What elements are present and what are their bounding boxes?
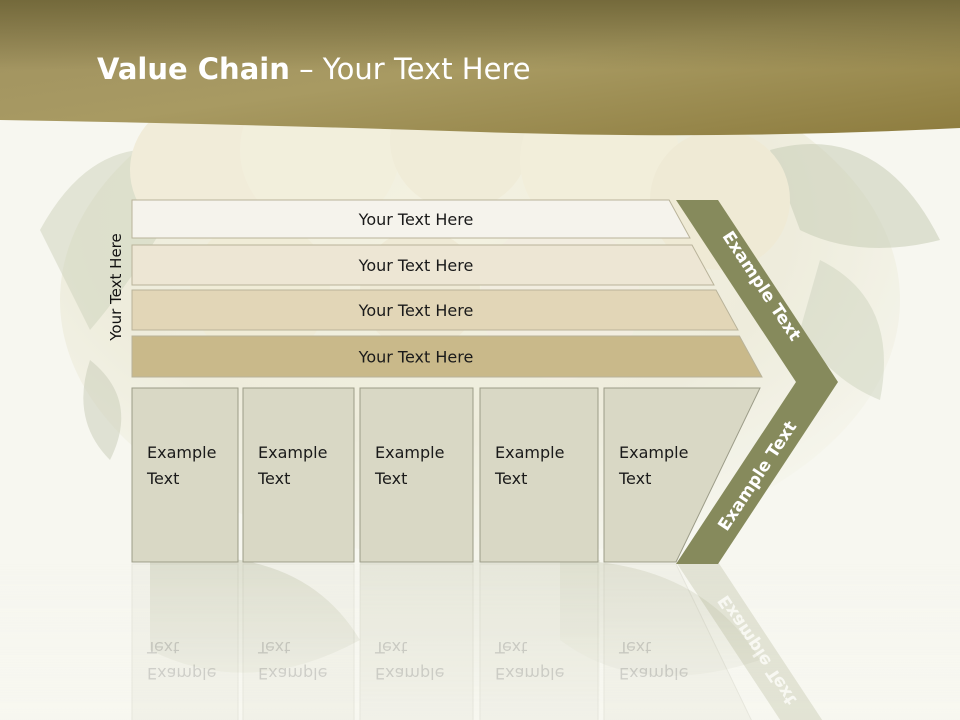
activity-box-2 (242, 387, 355, 563)
reflected-activity-box-line1-4: Example (495, 664, 564, 683)
reflected-activity-box-line2-4: Text (494, 638, 527, 657)
activity-box-line2-2: Text (257, 469, 290, 488)
reflected-activity-box-line2-3: Text (374, 638, 407, 657)
reflected-activity-box-line1-5: Example (619, 664, 688, 683)
reflected-activity-box-1 (131, 563, 239, 720)
value-bar-3 (131, 289, 739, 331)
activity-box-line1-3: Example (375, 443, 444, 462)
value-bar-label-2: Your Text Here (358, 256, 474, 275)
value-bar-label-3: Your Text Here (358, 301, 474, 320)
value-bar-label-4: Your Text Here (358, 348, 474, 367)
title-bold: Value Chain (97, 52, 290, 86)
activity-box-line1-1: Example (147, 443, 216, 462)
activity-box-1 (131, 387, 239, 563)
reflected-activity-box-line2-5: Text (618, 638, 651, 657)
slide-title: Value Chain – Your Text Here (97, 52, 531, 86)
activity-box-line2-1: Text (146, 469, 179, 488)
title-rest: – Your Text Here (289, 52, 531, 86)
activity-box-5 (603, 387, 761, 563)
chevron-lower (676, 382, 838, 564)
reflected-activity-box-line2-1: Text (146, 638, 179, 657)
value-bar-label-1: Your Text Here (358, 210, 474, 229)
reflected-activity-box-line1-3: Example (375, 664, 444, 683)
value-bar-4 (131, 335, 763, 378)
reflected-activity-box-line2-2: Text (257, 638, 290, 657)
activity-box-line1-5: Example (619, 443, 688, 462)
reflected-activity-box-line1-1: Example (147, 664, 216, 683)
chevron-upper (676, 200, 838, 382)
reflected-activity-box-4 (479, 563, 599, 720)
header-band (0, 0, 960, 136)
activity-box-4 (479, 387, 599, 563)
reflected-activity-box-2 (242, 563, 355, 720)
activity-box-line2-4: Text (494, 469, 527, 488)
activity-box-line1-4: Example (495, 443, 564, 462)
value-bar-2 (131, 244, 715, 286)
activity-box-line2-5: Text (618, 469, 651, 488)
reflected-activity-box-3 (359, 563, 474, 720)
activity-box-3 (359, 387, 474, 563)
activity-box-line2-3: Text (374, 469, 407, 488)
activity-box-line1-2: Example (258, 443, 327, 462)
reflected-chevron-lower (676, 562, 823, 720)
reflected-activity-box-line1-2: Example (258, 664, 327, 683)
value-bar-1 (131, 199, 691, 239)
